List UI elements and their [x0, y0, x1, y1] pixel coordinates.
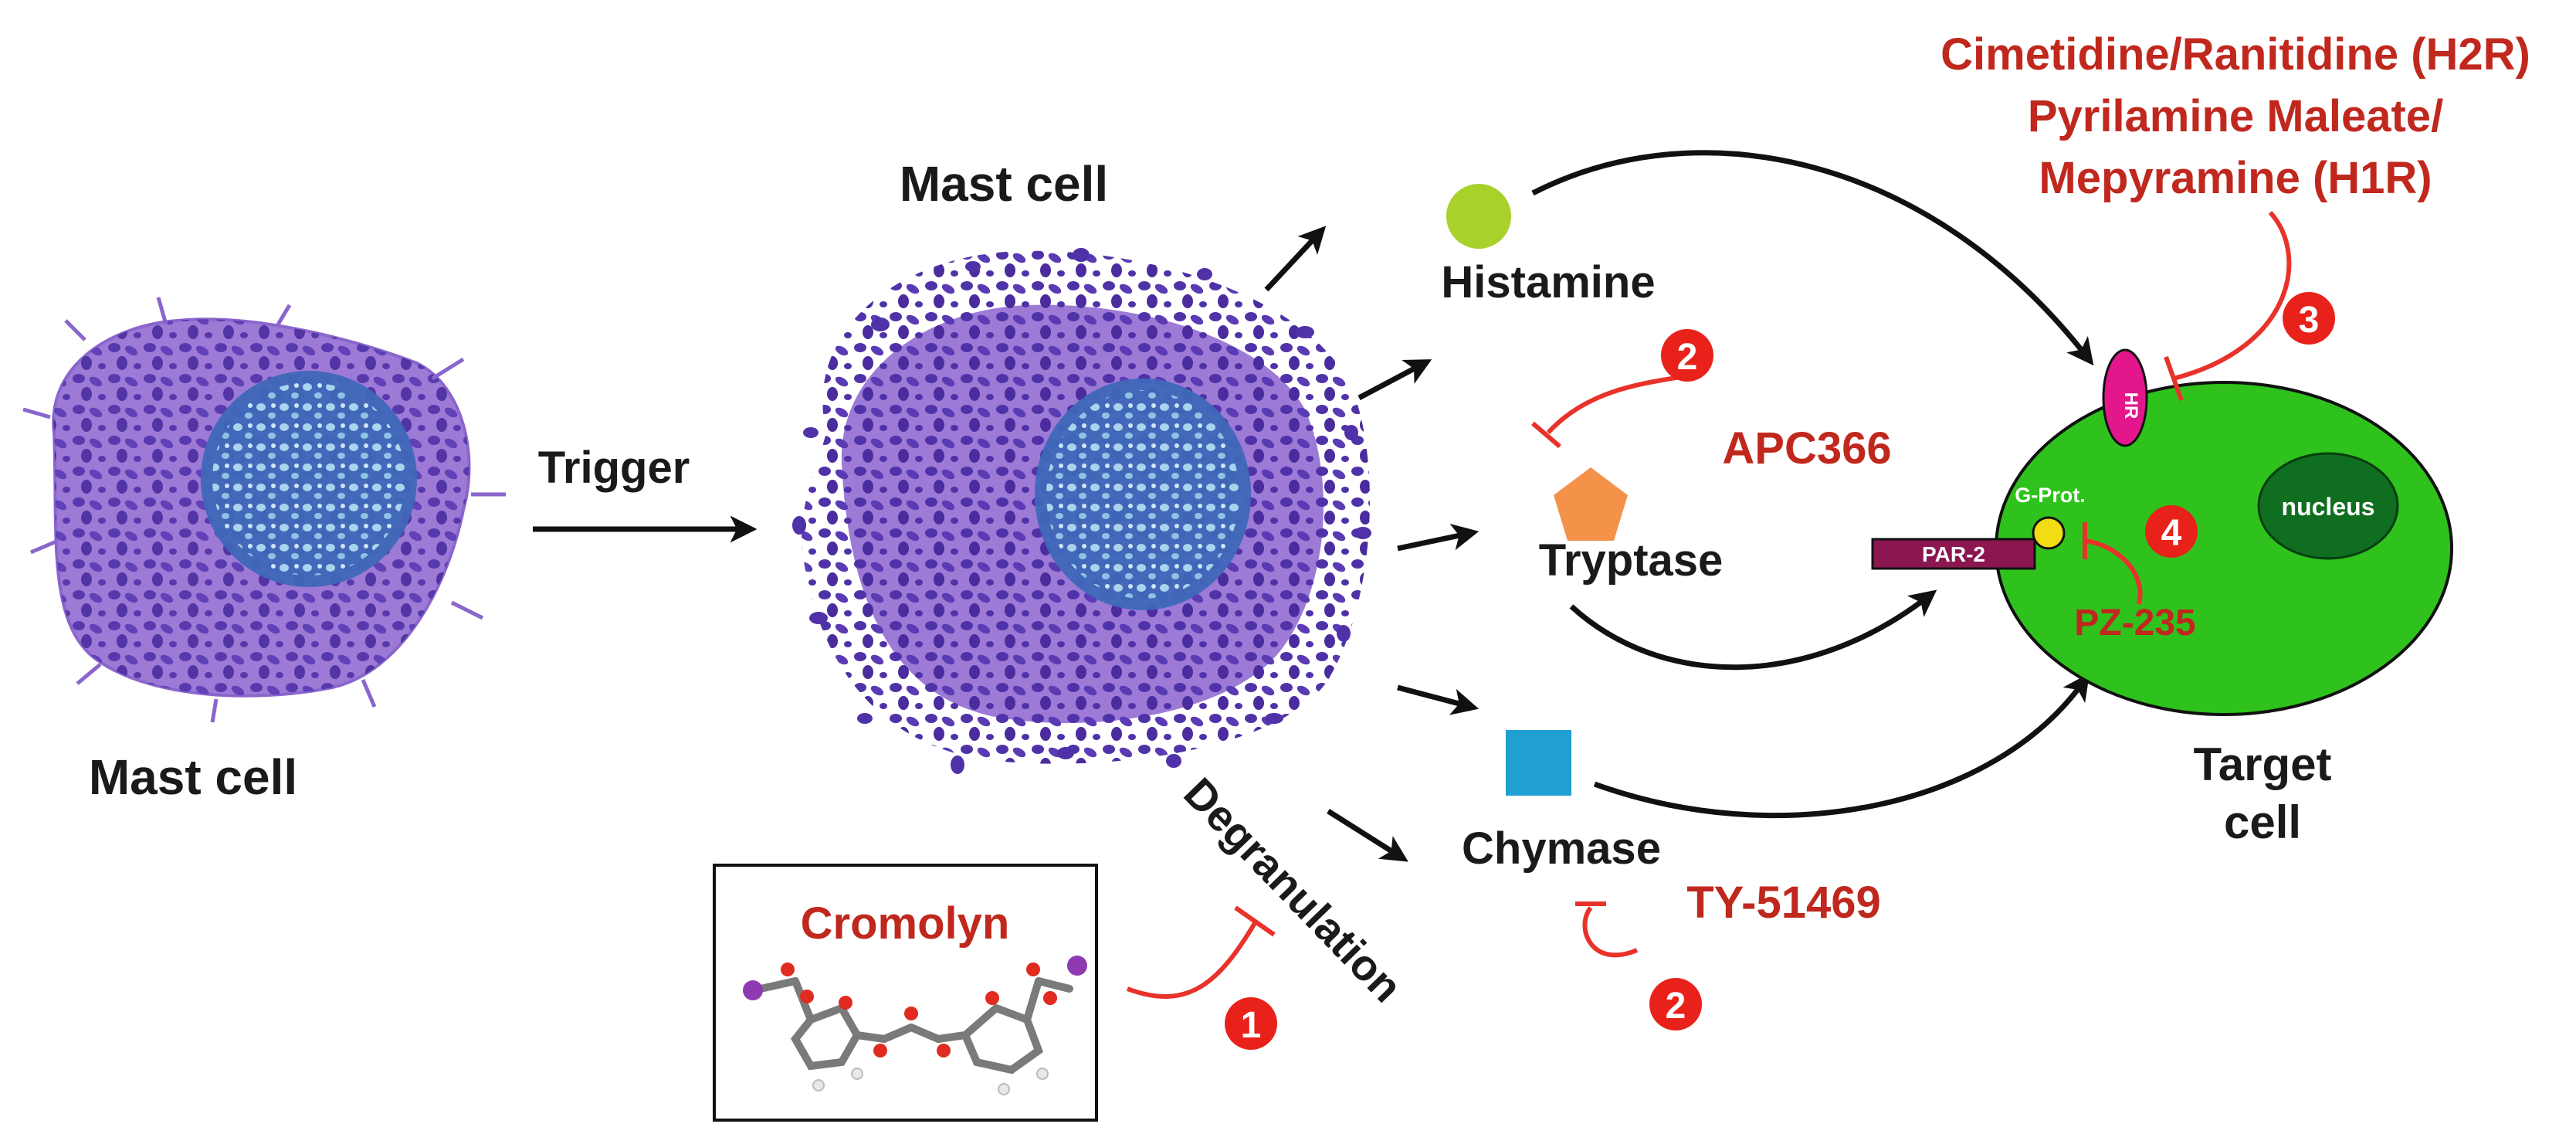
- g-protein: [2032, 516, 2066, 550]
- ty51469-inhibition-line: [1582, 906, 1639, 958]
- pz235-label: PZ-235: [2074, 603, 2195, 643]
- nucleus-label: nucleus: [2282, 493, 2375, 521]
- hr-label: HR: [2120, 392, 2141, 419]
- h-blockers-inhibition-line: [2173, 210, 2292, 381]
- par2-receptor: [1871, 538, 2036, 570]
- degranulating-mast-cell: [792, 248, 1371, 774]
- hr-receptor: [2102, 348, 2148, 447]
- target-cell-label-1: Target: [2194, 738, 2332, 790]
- mast-cell-left-label: Mast cell: [89, 749, 297, 805]
- h-blockers-line-3: Mepyramine (H1R): [2039, 153, 2432, 203]
- released-granules: [792, 248, 1371, 774]
- tryptase-label: Tryptase: [1539, 535, 1724, 586]
- trigger-label: Trigger: [538, 443, 690, 493]
- release-arrow-histamine-2: [1357, 359, 1432, 401]
- target-cell-nucleus: [2257, 452, 2399, 560]
- badge-2-ty51469-number: 2: [1666, 986, 1686, 1027]
- histamine-symbol: [1446, 184, 1511, 249]
- cell-protrusions: [22, 297, 506, 723]
- cromolyn-label: Cromolyn: [801, 898, 1010, 949]
- g-prot-label: G-Prot.: [2015, 484, 2086, 507]
- h-blockers-line-2: Pyrilamine Maleate/: [2028, 91, 2443, 141]
- degranulation-label: Degranulation: [1174, 769, 1412, 1012]
- cromolyn-inhibition-line: [1126, 922, 1257, 999]
- badge-3: [2283, 292, 2335, 345]
- chymase-symbol: [1506, 730, 1571, 796]
- tryptase-symbol: [1554, 467, 1628, 541]
- mast-cell-top-label: Mast cell: [900, 156, 1108, 212]
- badge-3-number: 3: [2299, 300, 2320, 341]
- cromolyn-box: Cromolyn: [713, 864, 1098, 1122]
- badge-2-apc366: [1661, 329, 1713, 382]
- release-arrow-chymase: [1397, 684, 1480, 715]
- release-arrow-histamine: [1264, 226, 1327, 292]
- release-arrow-tryptase: [1397, 523, 1480, 552]
- cromolyn-molecule: [743, 956, 1087, 1095]
- badge-1-number: 1: [1241, 1005, 1262, 1046]
- chymase-to-target-arrow: [1593, 673, 2090, 819]
- histamine-to-hr-arrow: [1531, 150, 2094, 366]
- par2-label: PAR-2: [1922, 542, 1985, 566]
- apc366-inhibition-line: [1546, 372, 1696, 435]
- pz235-inhibition-line: [2084, 538, 2143, 605]
- ty51469-label: TY-51469: [1686, 878, 1881, 928]
- degranulation-arrow: [1327, 809, 1408, 862]
- histamine-label: Histamine: [1441, 257, 1655, 307]
- apc366-label: APC366: [1722, 423, 1891, 474]
- badge-2-ty51469: [1649, 978, 1702, 1030]
- target-cell-body: [1995, 381, 2453, 716]
- chymase-label: Chymase: [1462, 823, 1661, 874]
- tryptase-to-par2-arrow: [1569, 589, 1937, 671]
- h-blockers-line-1: Cimetidine/Ranitidine (H2R): [1940, 29, 2530, 80]
- badge-1: [1225, 997, 1277, 1050]
- resting-mast-cell: [22, 297, 506, 723]
- badge-4: [2145, 505, 2198, 558]
- target-cell-label-2: cell: [2224, 796, 2301, 848]
- badge-4-number: 4: [2161, 513, 2182, 554]
- target-cell: nucleus HR PAR-2 G-Prot.: [1871, 348, 2453, 716]
- badge-2-apc366-number: 2: [1677, 337, 1698, 378]
